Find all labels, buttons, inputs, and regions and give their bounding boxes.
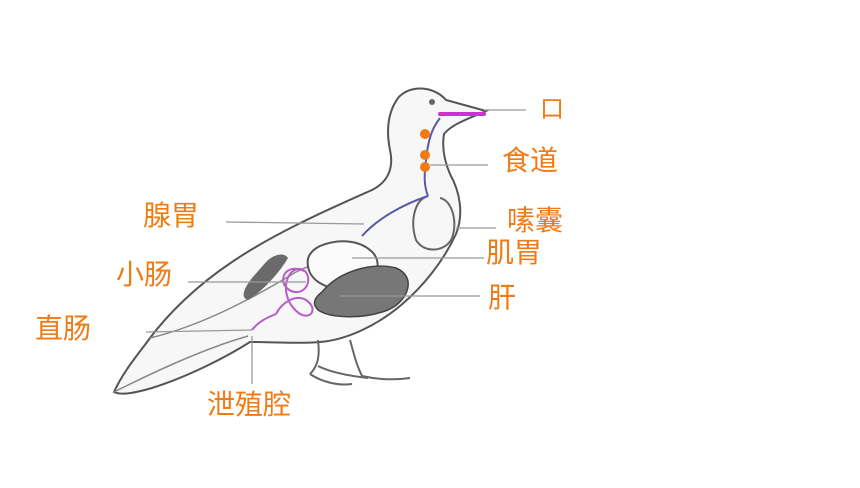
- leader-line-rectum: [145, 329, 253, 333]
- tail-outline: [113, 335, 249, 393]
- label-glandular-stomach: 腺胃: [143, 199, 200, 232]
- kidney-organ: [243, 254, 288, 300]
- esophagus-dot: [420, 150, 430, 160]
- small-intestine-coil: [275, 267, 314, 317]
- bird-legs: [309, 339, 411, 386]
- leader-line-gland: [225, 221, 365, 225]
- label-cloaca: 泄殖腔: [207, 388, 292, 421]
- label-rectum: 直肠: [35, 312, 92, 345]
- liver-organ: [313, 265, 409, 318]
- label-gizzard: 肌胃: [486, 236, 543, 269]
- glandular-stomach-tube: [361, 195, 429, 237]
- rectum-tube: [251, 313, 277, 331]
- label-crop: 嗉囊: [507, 204, 564, 237]
- esophagus-tube: [423, 117, 441, 197]
- label-mouth: 口: [540, 95, 564, 123]
- esophagus-dot: [420, 162, 430, 172]
- crop-organ: [412, 195, 456, 251]
- esophagus-dot: [420, 129, 430, 139]
- label-small-intestine: 小肠: [116, 258, 173, 291]
- bird-body-outline: [112, 87, 489, 395]
- label-liver: 肝: [488, 281, 517, 314]
- label-esophagus: 食道: [502, 144, 559, 177]
- bird-eye: [429, 99, 435, 105]
